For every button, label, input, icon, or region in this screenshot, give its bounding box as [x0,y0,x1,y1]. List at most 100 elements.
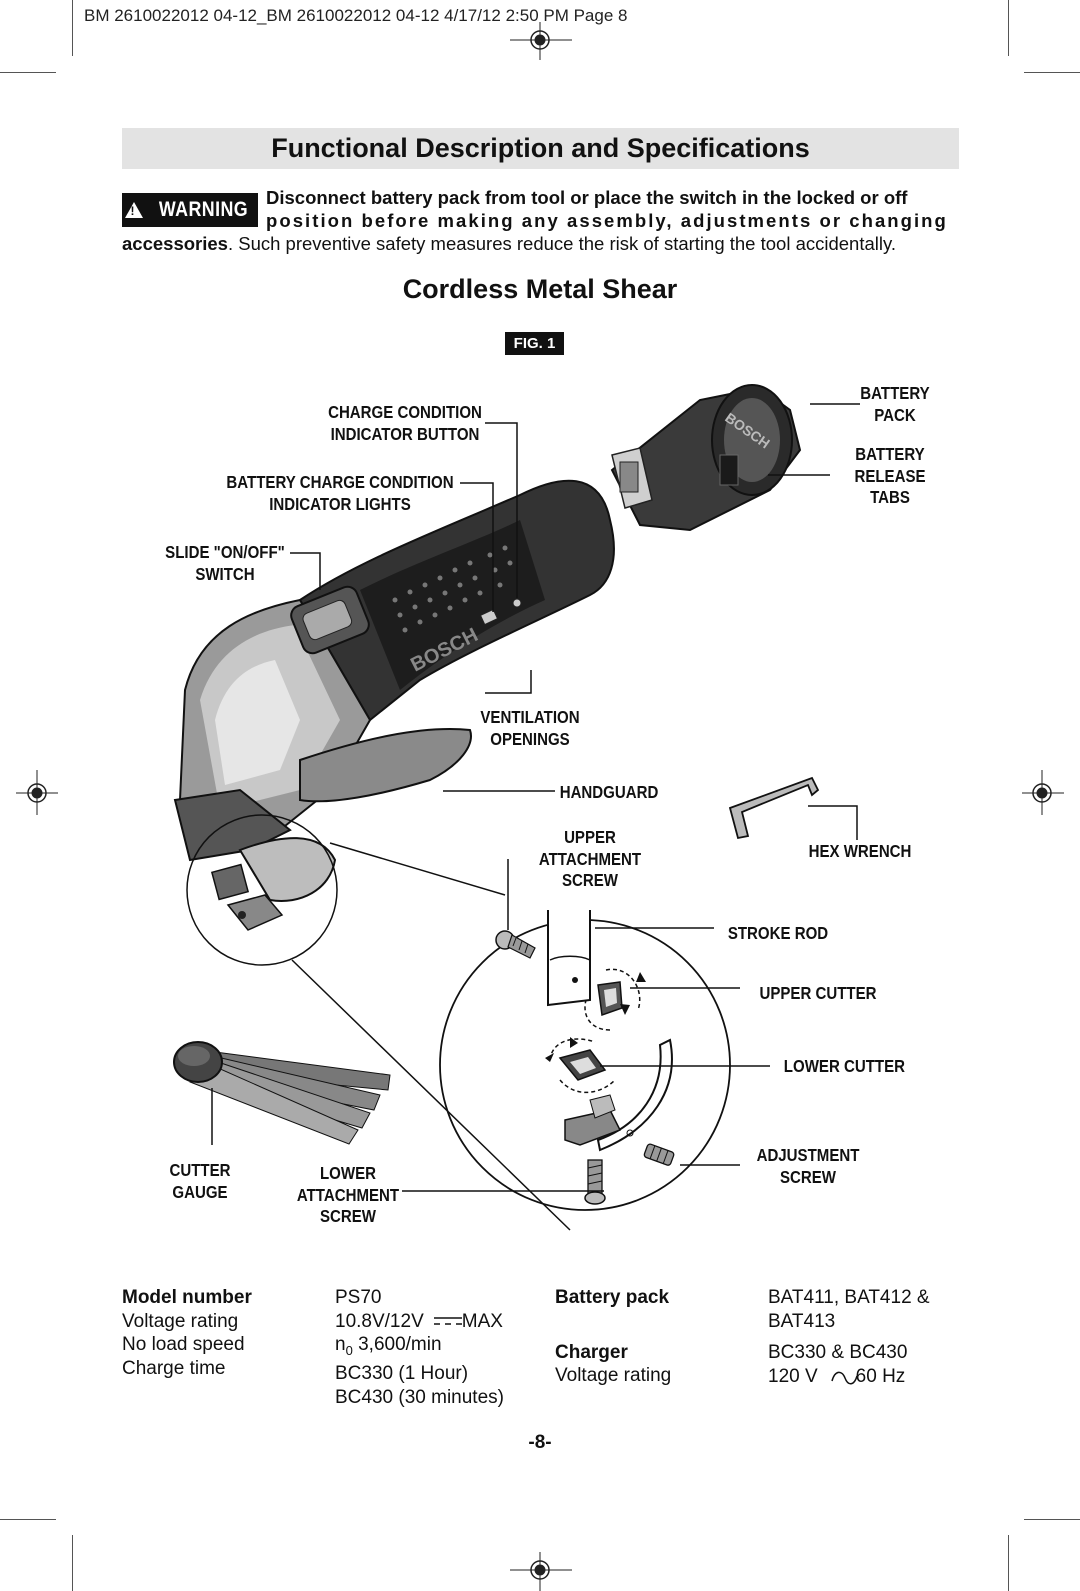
label-line: STROKE ROD [727,923,829,943]
spec-voltage-label: Voltage rating [122,1310,239,1332]
product-subtitle: Cordless Metal Shear [402,274,678,304]
label-adjustment-screw: ADJUSTMENT SCREW [756,1145,860,1188]
crop-mark [72,1535,73,1591]
page-title: Functional Description and Specification… [271,133,810,163]
spec-label: Charger [555,1341,628,1363]
spec-battery-value-1: BAT411, BAT412 & [768,1287,930,1308]
label-line: BATTERY [855,444,925,464]
crop-mark [1008,0,1009,56]
spec-label: Battery pack [555,1287,670,1308]
hex-wrench-illustration [728,776,820,840]
spec-charge-time-value-2: BC430 (30 minutes) [335,1386,504,1408]
label-line: SLIDE "ON/OFF" [165,542,285,562]
label-line: CUTTER [169,1160,231,1180]
label-line: ATTACHMENT [296,1184,400,1205]
label-line: TABS [870,487,910,507]
registration-mark-bottom [510,1552,572,1591]
spec-value: 3,600/min [358,1334,442,1355]
label-line: BATTERY [860,383,930,403]
exploded-view [495,910,675,1205]
print-header: BM 2610022012 04-12_BM 2610022012 04-12 … [84,6,628,25]
spec-value: 10.8V/12V [335,1310,424,1332]
label-line: SCREW [319,1206,377,1226]
label-upper-cutter: UPPER CUTTER [758,983,878,1005]
label-on-off-switch: SLIDE "ON/OFF" SWITCH [161,542,290,585]
crop-mark [72,0,73,56]
label-line: LOWER [319,1163,377,1183]
label-line: OPENINGS [490,728,570,749]
spec-battery-label: Battery pack [555,1286,671,1310]
spec-voltage-value: 120 V 60 Hz [768,1365,930,1389]
label-line: ADJUSTMENT [756,1145,860,1165]
spec-value: 120 V [768,1365,818,1387]
spec-charger-label: Charger [555,1341,671,1365]
crop-mark [0,1519,56,1520]
spec-voltage-value: 10.8V/12V MAX [335,1310,504,1334]
label-upper-attachment-screw: UPPER ATTACHMENT SCREW [534,827,646,892]
warning-text-rest: . Such preventive safety measures reduce… [227,233,897,254]
battery-pack-illustration: BOSCH [610,384,802,532]
label-line: INDICATOR LIGHTS [269,493,411,514]
figure-badge: FIG. 1 [505,332,564,355]
spec-battery-value-2: BAT413 [768,1310,836,1332]
label-battery-pack: BATTERY PACK [848,383,943,426]
registration-mark-left [16,770,58,815]
spec-model-value: PS70 [335,1287,382,1308]
spec-gap [555,1310,671,1341]
warning-text-line-2: position before making any assembly, adj… [266,210,948,231]
label-charge-condition-lights: BATTERY CHARGE CONDITION INDICATOR LIGHT… [220,472,461,515]
spec-charger-value: BC330 & BC430 [768,1342,908,1363]
label-line: VENTILATION [480,707,580,727]
spec-value-prefix: n [335,1334,346,1355]
label-hex-wrench: HEX WRENCH [808,841,912,863]
spec-charge-time-value-1: BC330 (1 Hour) [335,1363,469,1385]
warning-text-line-3: accessories. Such preventive safety meas… [122,233,896,255]
label-line: GAUGE [172,1181,228,1202]
crop-mark [1024,1519,1080,1520]
label-lower-attachment-screw: LOWER ATTACHMENT SCREW [292,1163,404,1228]
label-line: UPPER CUTTER [759,983,877,1003]
label-line: ATTACHMENT [538,848,642,869]
label-line: HEX WRENCH [808,841,912,861]
label-cutter-gauge: CUTTER GAUGE [166,1160,235,1203]
cutter-head-detail [210,863,284,931]
label-line: PACK [874,404,916,425]
spec-value-suffix: MAX [461,1310,503,1332]
warning-text-line-1: Disconnect battery pack from tool or pla… [266,187,908,208]
label-line: LOWER CUTTER [783,1056,906,1076]
spec-left-values: PS70 10.8V/12V MAX n0 3,600/min BC330 (1 … [335,1286,504,1409]
label-line: HANDGUARD [559,782,659,802]
dc-symbol [434,1317,462,1325]
label-lower-cutter: LOWER CUTTER [783,1056,906,1078]
spec-speed-label: No load speed [122,1334,245,1355]
label-line: SCREW [561,870,619,890]
crop-mark [1024,72,1080,73]
spec-value-subscript: 0 [345,1342,353,1358]
registration-mark-top [510,22,572,60]
cutter-gauge-illustration [173,1041,391,1145]
label-line: SWITCH [195,563,255,584]
crop-mark [1008,1535,1009,1591]
warning-text-bold: accessories [122,233,228,254]
spec-label: Model number [122,1287,252,1308]
label-line: RELEASE [854,465,926,486]
label-handguard: HANDGUARD [559,782,659,804]
label-ventilation-openings: VENTILATION OPENINGS [474,707,586,750]
warning-triangle-icon [124,202,143,218]
spec-left-labels: Model number Voltage rating No load spee… [122,1286,252,1380]
crop-mark [0,72,56,73]
section-title-bar: Functional Description and Specification… [122,128,959,169]
spec-speed-value: n0 3,600/min [335,1333,504,1362]
ac-symbol [831,1371,858,1385]
detail-circle-small [186,814,338,966]
registration-mark-right [1022,770,1064,815]
spec-gap [768,1333,930,1341]
label-line: SCREW [779,1166,837,1187]
label-line: CHARGE CONDITION [328,402,482,422]
label-stroke-rod: STROKE ROD [726,923,829,945]
spec-value: 60 Hz [855,1365,906,1387]
page-number: -8- [528,1432,552,1453]
label-line: BATTERY CHARGE CONDITION [226,472,454,492]
spec-right-values: BAT411, BAT412 & BAT413 BC330 & BC430 12… [768,1286,930,1388]
